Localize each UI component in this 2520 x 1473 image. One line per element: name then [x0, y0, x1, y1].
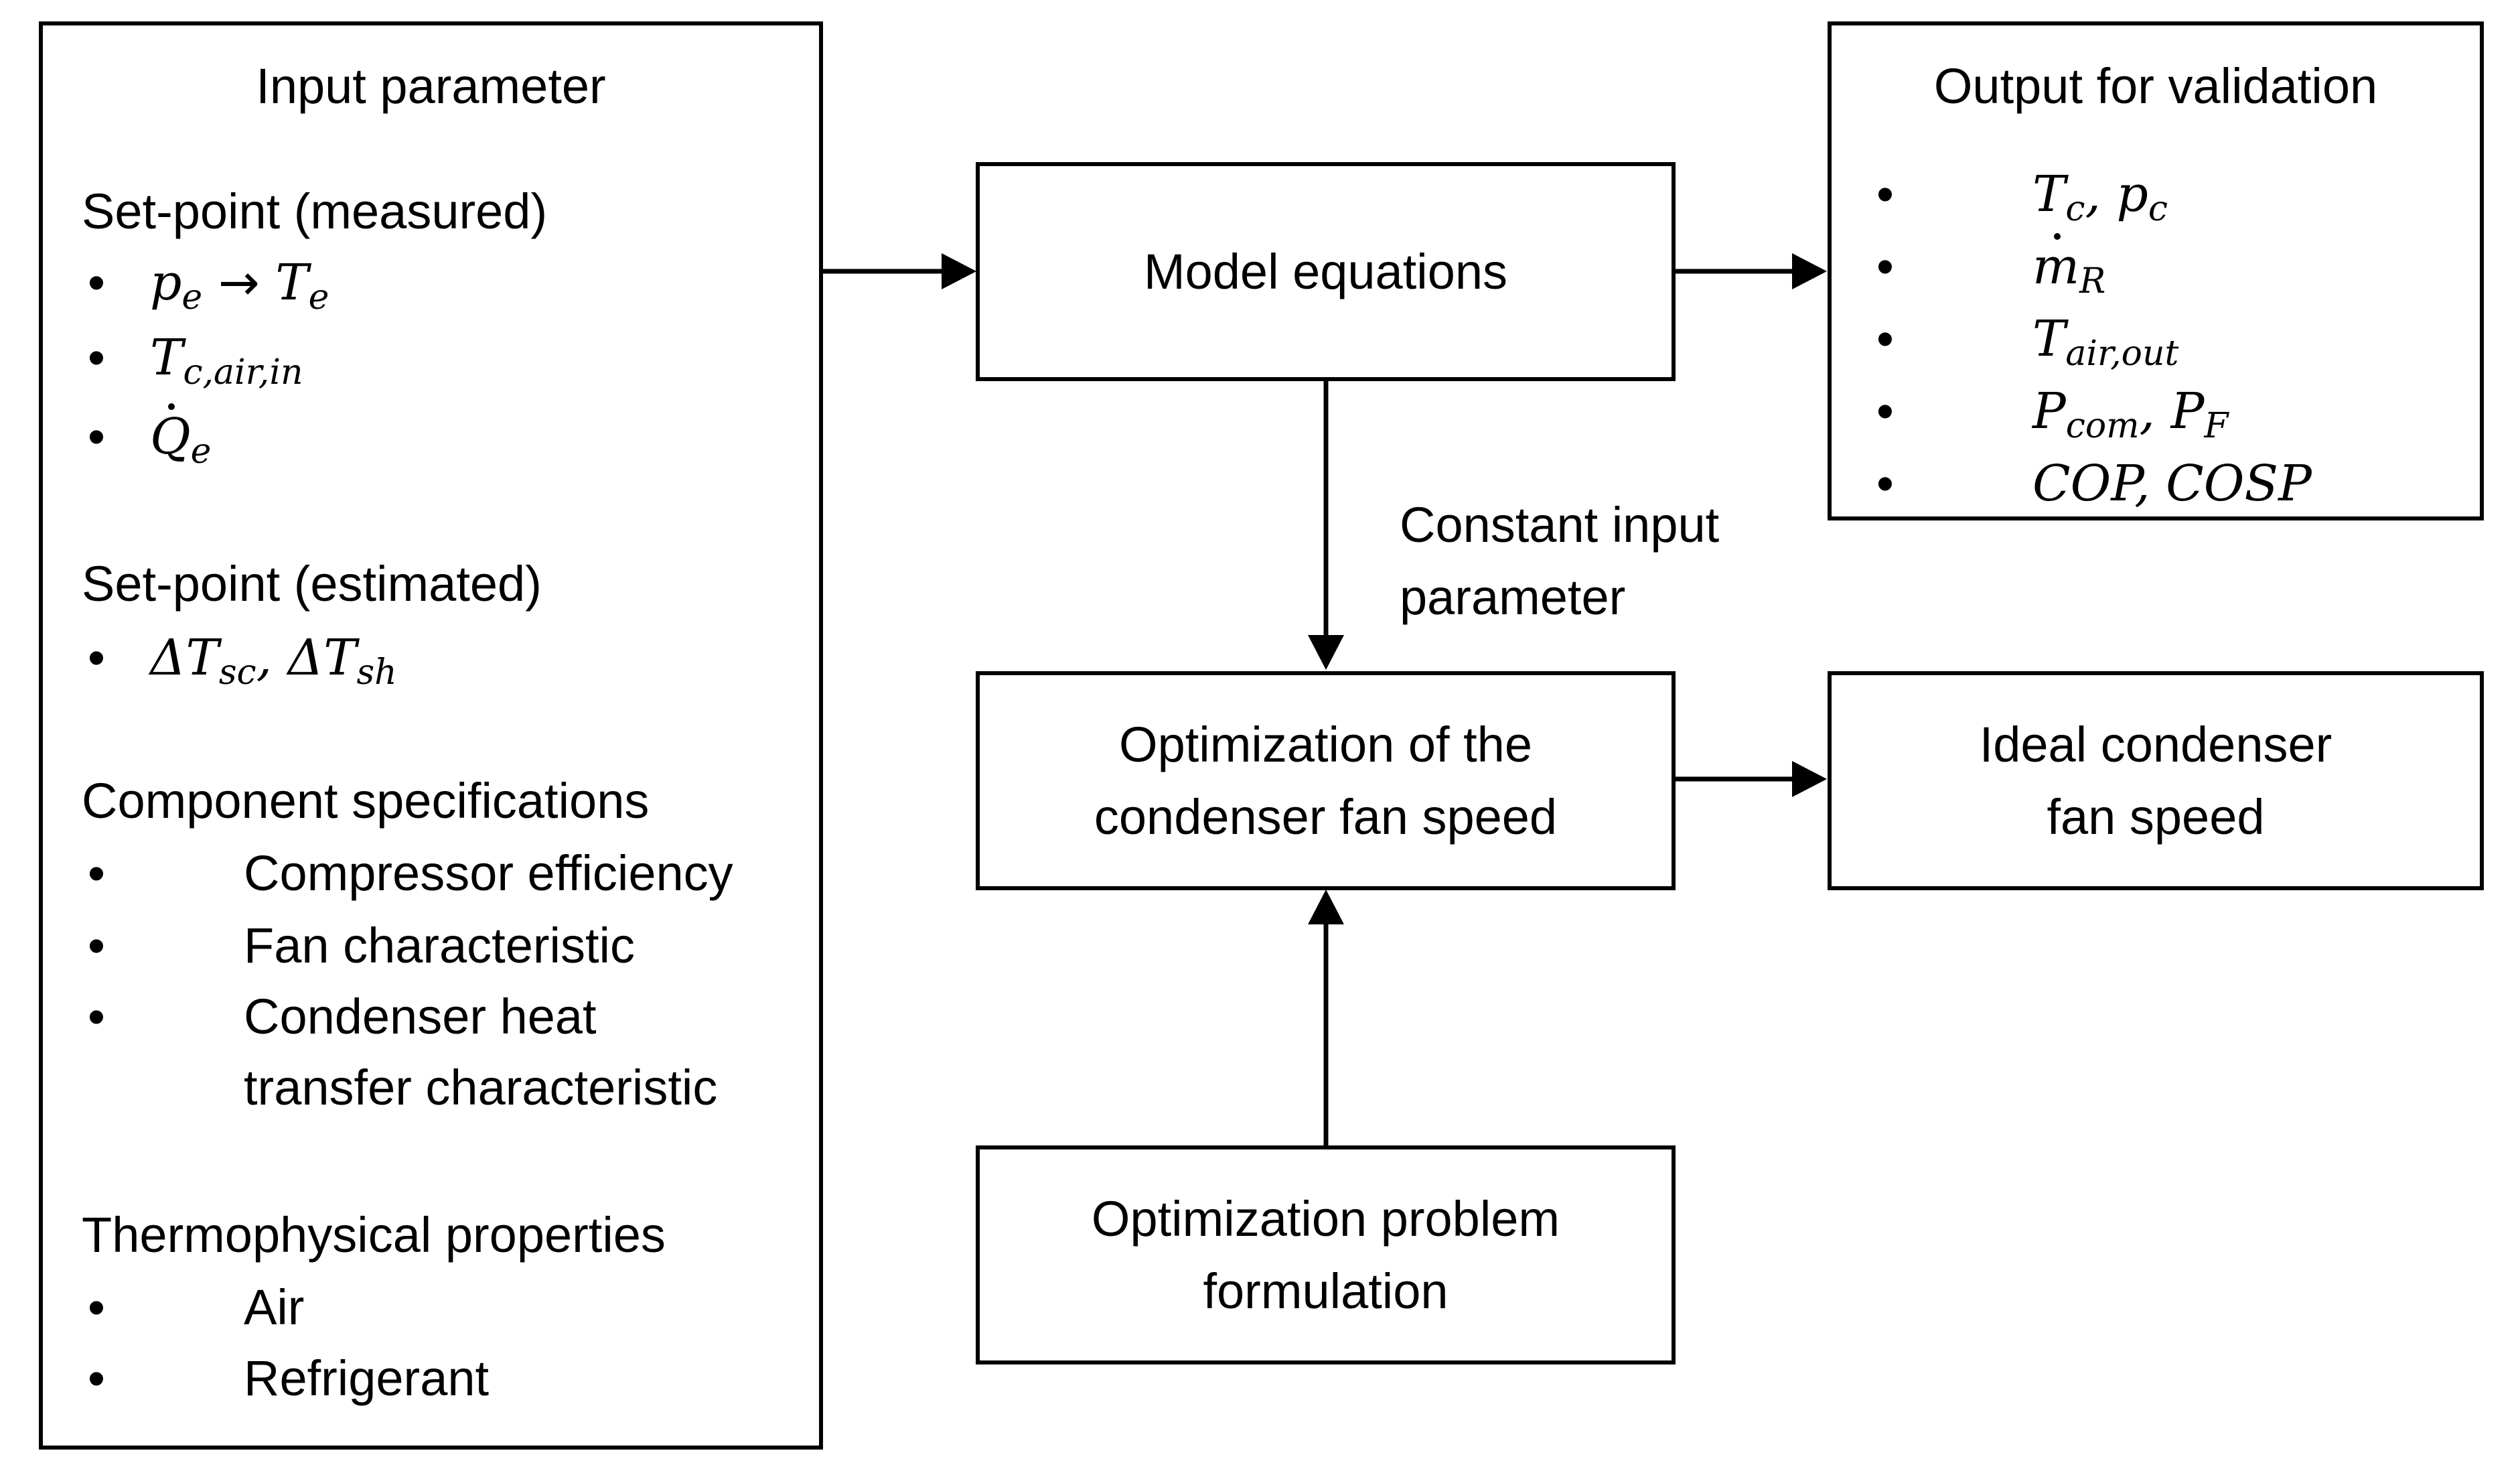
constant-input-label: Constant input parameter: [1400, 497, 1720, 625]
ideal-condenser-box: Ideal condenser fan speed: [1828, 671, 2484, 890]
input-parameter-box: Input parameter Set-point (measured) • p…: [39, 21, 823, 1450]
setpoint-estimated-heading: Set-point (estimated): [82, 556, 542, 612]
optimization-problem-box: Optimization problem formulation: [976, 1145, 1676, 1364]
ideal-line2: fan speed: [2047, 788, 2265, 845]
setpoint-measured-heading: Set-point (measured): [82, 184, 548, 239]
optim-fan-line1: Optimization of the: [1119, 716, 1532, 772]
math-mr: mR: [2032, 230, 2105, 303]
output-box-title: Output for validation: [1933, 58, 2378, 114]
math-qe: Qe: [150, 401, 211, 473]
math-tc-air-in: Tc,air,in: [150, 329, 303, 393]
math-tair-out: Tair,out: [2032, 310, 2179, 374]
math-cop-cosp: COP, COSP: [2032, 455, 2312, 512]
model-equations-box: Model equations: [976, 162, 1676, 381]
math-dtsc-dtsh: ΔTsc, ΔTsh: [150, 629, 397, 693]
optim-problem-line1: Optimization problem: [1091, 1190, 1560, 1247]
output-validation-box: Output for validation • Tc, pc • mR • Ta…: [1828, 21, 2484, 520]
optimization-fan-speed-box: Optimization of the condenser fan speed: [976, 671, 1676, 890]
input-box-title: Input parameter: [256, 58, 606, 114]
optim-problem-line2: formulation: [1203, 1263, 1449, 1319]
math-pe-te: pe → Te: [150, 254, 329, 318]
optim-fan-line2: condenser fan speed: [1094, 788, 1558, 845]
component-specs-heading: Component specifications: [82, 773, 650, 829]
thermophysical-heading: Thermophysical properties: [82, 1207, 666, 1263]
model-equations-label: Model equations: [1143, 243, 1508, 299]
math-pcom-pf: Pcom, PF: [2032, 382, 2229, 446]
math-tc-pc: Tc, pc: [2032, 165, 2168, 229]
ideal-line1: Ideal condenser: [1979, 716, 2332, 772]
